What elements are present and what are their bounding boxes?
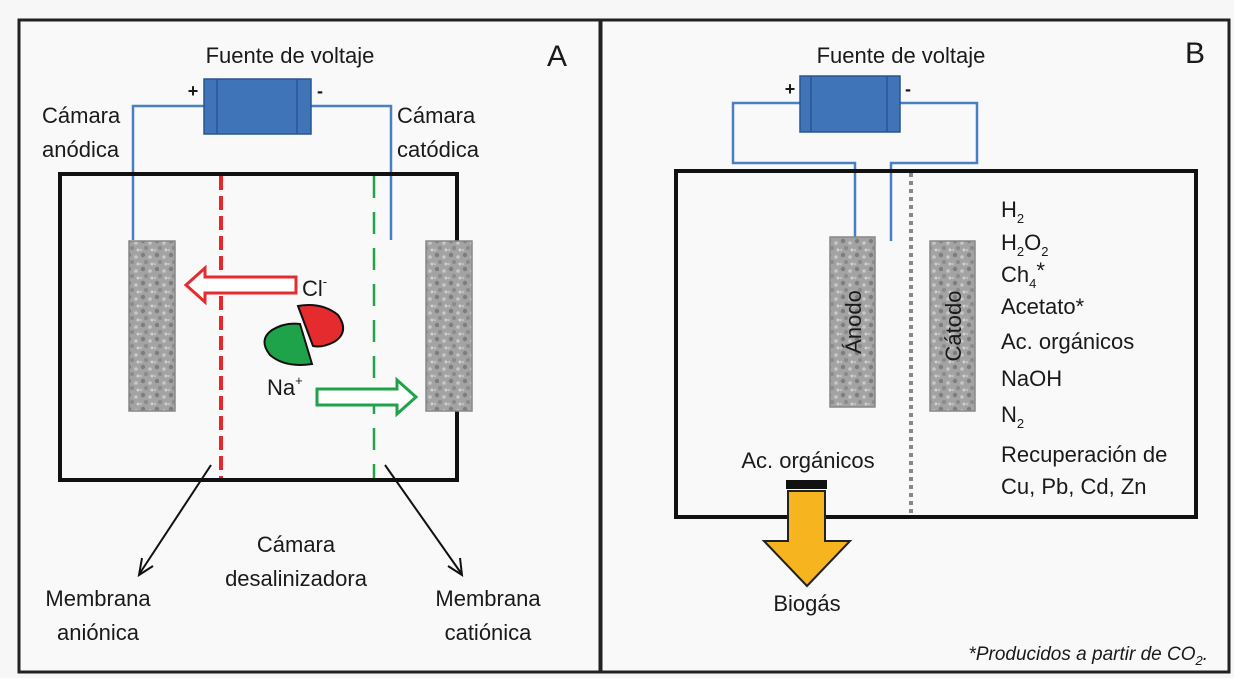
panel-a-anode-chamber-line1: Cámara xyxy=(42,103,121,128)
product-item: H2O2 xyxy=(1001,230,1048,259)
product-item: Acetato* xyxy=(1001,294,1085,319)
panel-a-anode-chamber-line2: anódica xyxy=(42,137,120,162)
panel-a-cathode-electrode xyxy=(425,240,473,412)
panel-b: B Fuente de voltaje + - Ánodo Cátodo H2 … xyxy=(674,37,1208,668)
panel-a-cathode-chamber-line1: Cámara xyxy=(397,103,476,128)
chloride-arrow-left xyxy=(183,264,298,306)
panel-a-cathode-chamber-line2: catódica xyxy=(397,137,480,162)
panel-b-wire-anode xyxy=(731,101,857,237)
product-item: Ac. orgánicos xyxy=(1001,329,1134,354)
panel-b-cathode-electrode xyxy=(929,240,976,412)
sodium-arrow-right xyxy=(315,376,419,418)
anion-membrane-pointer xyxy=(137,464,212,578)
product-item: N2 xyxy=(1001,402,1024,431)
footnote: *Producidos a partir de CO2. xyxy=(968,644,1208,668)
product-item: Ch4* xyxy=(1001,258,1045,291)
panel-a-anode-electrode xyxy=(128,240,176,412)
organic-acids-label: Ac. orgánicos xyxy=(741,448,874,473)
anode-label: Ánodo xyxy=(841,290,866,354)
sodium-ion-label: Na+ xyxy=(267,373,303,400)
panel-b-wire-cathode xyxy=(889,101,979,241)
panel-a-wire-cathode xyxy=(311,104,393,240)
panel-a-minus-sign: - xyxy=(317,81,323,101)
anion-membrane-label-line1: Membrana xyxy=(45,586,151,611)
product-item: H2 xyxy=(1001,197,1024,226)
product-item: Recuperación de xyxy=(1001,442,1167,467)
panel-b-minus-sign: - xyxy=(905,79,911,99)
chloride-ion-label: Cl- xyxy=(302,274,327,301)
biogas-label: Biogás xyxy=(773,591,840,616)
panel-b-voltage-source xyxy=(799,75,901,133)
sodium-ion-shape xyxy=(263,322,314,366)
desalination-chamber-line1: Cámara xyxy=(257,532,336,557)
panel-b-cell xyxy=(674,169,1198,519)
desalination-chamber-line2: desalinizadora xyxy=(225,566,368,591)
cathode-label: Cátodo xyxy=(941,291,966,362)
panel-a-power-source-label: Fuente de voltaje xyxy=(206,43,375,68)
panel-a: A Fuente de voltaje + - Cámara anódica C… xyxy=(42,40,567,645)
panel-b-letter: B xyxy=(1185,37,1205,70)
panel-b-plus-sign: + xyxy=(785,79,796,99)
panel-a-voltage-source xyxy=(203,78,312,135)
anion-membrane-label-line2: aniónica xyxy=(57,620,140,645)
panel-b-anode-electrode xyxy=(829,236,876,408)
biogas-arrow xyxy=(761,480,853,588)
products-list: H2 H2O2 Ch4* Acetato* Ac. orgánicos NaOH… xyxy=(1001,197,1167,499)
cation-membrane-label-line2: catiónica xyxy=(445,620,533,645)
cation-membrane-pointer xyxy=(384,464,464,577)
product-item: Cu, Pb, Cd, Zn xyxy=(1001,474,1147,499)
cation-membrane-label-line1: Membrana xyxy=(435,586,541,611)
panel-a-wire-anode xyxy=(131,104,204,240)
chloride-ion-shape xyxy=(296,304,345,348)
panel-b-frame xyxy=(599,18,1231,674)
panel-a-plus-sign: + xyxy=(188,81,199,101)
panel-a-letter: A xyxy=(547,40,567,73)
product-item: NaOH xyxy=(1001,366,1062,391)
panel-b-power-source-label: Fuente de voltaje xyxy=(817,43,986,68)
